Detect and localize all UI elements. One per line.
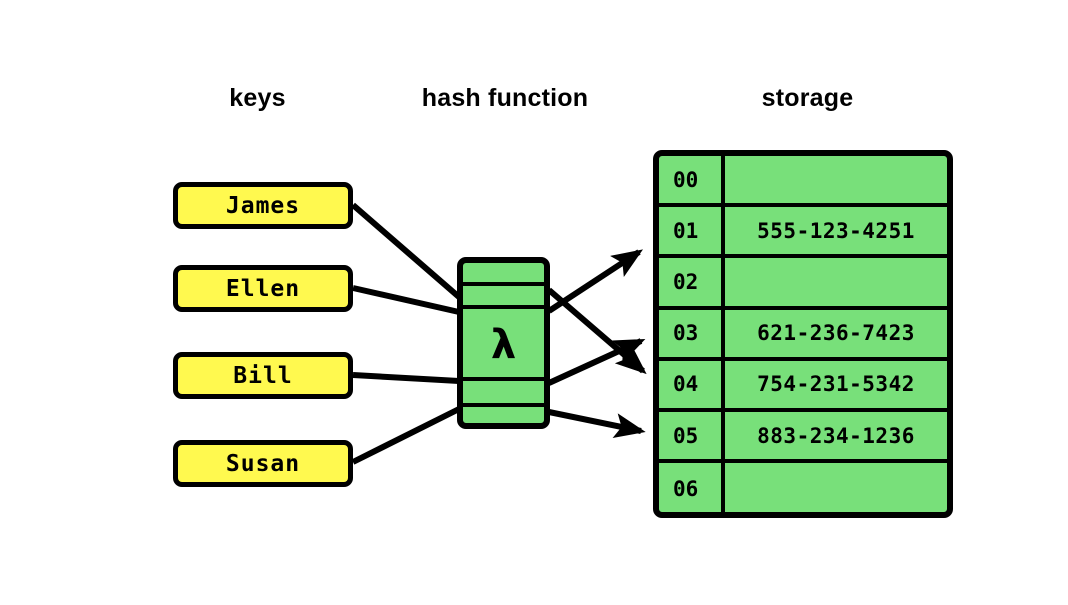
table-row[interactable]: 05 883-234-1236 — [659, 412, 947, 464]
heading-hash-function: hash function — [421, 84, 589, 112]
connector-ellen-to-hash — [352, 285, 460, 315]
table-row[interactable]: 01 555-123-4251 — [659, 207, 947, 259]
arrow-hash-to-row-05 — [548, 409, 646, 439]
table-row[interactable]: 04 754-231-5342 — [659, 360, 947, 412]
key-label: James — [225, 192, 301, 219]
row-index: 06 — [659, 463, 725, 512]
row-value: 555-123-4251 — [757, 218, 915, 243]
table-row[interactable]: 03 621-236-7423 — [659, 309, 947, 361]
row-index: 05 — [659, 412, 725, 460]
row-index: 04 — [659, 360, 725, 408]
table-row[interactable]: 02 — [659, 258, 947, 310]
connector-bill-to-hash — [352, 372, 460, 384]
key-box-bill[interactable]: Bill — [173, 352, 353, 399]
key-box-ellen[interactable]: Ellen — [173, 265, 353, 312]
row-index: 00 — [659, 156, 725, 204]
storage-table: 00 01 555-123-4251 02 03 621-236-7423 04… — [653, 150, 953, 518]
hash-function-box[interactable]: λ — [457, 257, 550, 429]
row-value — [725, 463, 947, 512]
hash-band-1 — [463, 286, 544, 309]
table-row[interactable]: 06 — [659, 463, 947, 512]
key-label: Bill — [233, 362, 293, 389]
row-value: 754-231-5342 — [757, 372, 915, 397]
hash-band-0 — [463, 263, 544, 286]
arrow-hash-to-row-04 — [547, 338, 646, 386]
row-index: 02 — [659, 258, 725, 306]
table-row[interactable]: 00 — [659, 156, 947, 208]
row-index: 03 — [659, 309, 725, 357]
heading-storage: storage — [761, 84, 854, 112]
heading-keys: keys — [229, 84, 286, 112]
key-box-susan[interactable]: Susan — [173, 440, 353, 487]
row-value — [725, 258, 947, 305]
arrow-hash-to-row-01 — [547, 249, 644, 314]
row-value: 883-234-1236 — [757, 423, 915, 448]
row-index: 01 — [659, 207, 725, 255]
hash-band-3 — [463, 381, 544, 407]
row-value: 621-236-7423 — [757, 321, 915, 346]
lambda-symbol: λ — [490, 322, 517, 368]
key-label: Susan — [225, 450, 301, 477]
key-label: Ellen — [225, 275, 301, 302]
key-box-james[interactable]: James — [173, 182, 353, 229]
hash-band-2 — [463, 309, 544, 381]
connector-james-to-hash — [351, 202, 461, 300]
hash-band-4 — [463, 407, 544, 423]
row-value — [725, 156, 947, 203]
connector-susan-to-hash — [351, 406, 461, 465]
